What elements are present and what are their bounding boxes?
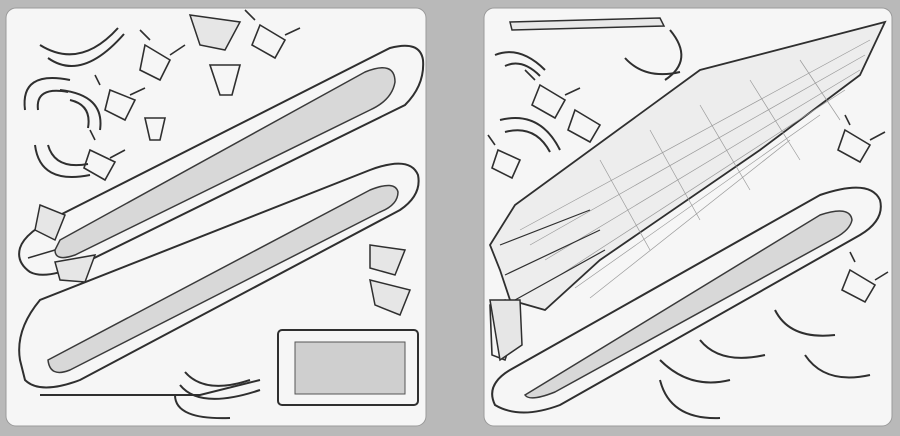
right-metal-sheet — [483, 7, 893, 427]
left-small-parts — [83, 9, 301, 182]
right-lower-hull-outline — [491, 186, 882, 414]
left-lower-hull-outline — [18, 162, 420, 396]
right-ring-frames — [494, 29, 871, 420]
right-envelope-panel — [488, 20, 887, 312]
right-top-strip — [509, 17, 666, 31]
left-ring-frames — [23, 27, 261, 420]
left-fins — [34, 14, 412, 316]
left-metal-sheet — [5, 7, 427, 427]
right-small-parts — [487, 69, 889, 362]
right-fin — [489, 299, 523, 362]
left-gondola-box — [277, 329, 419, 406]
